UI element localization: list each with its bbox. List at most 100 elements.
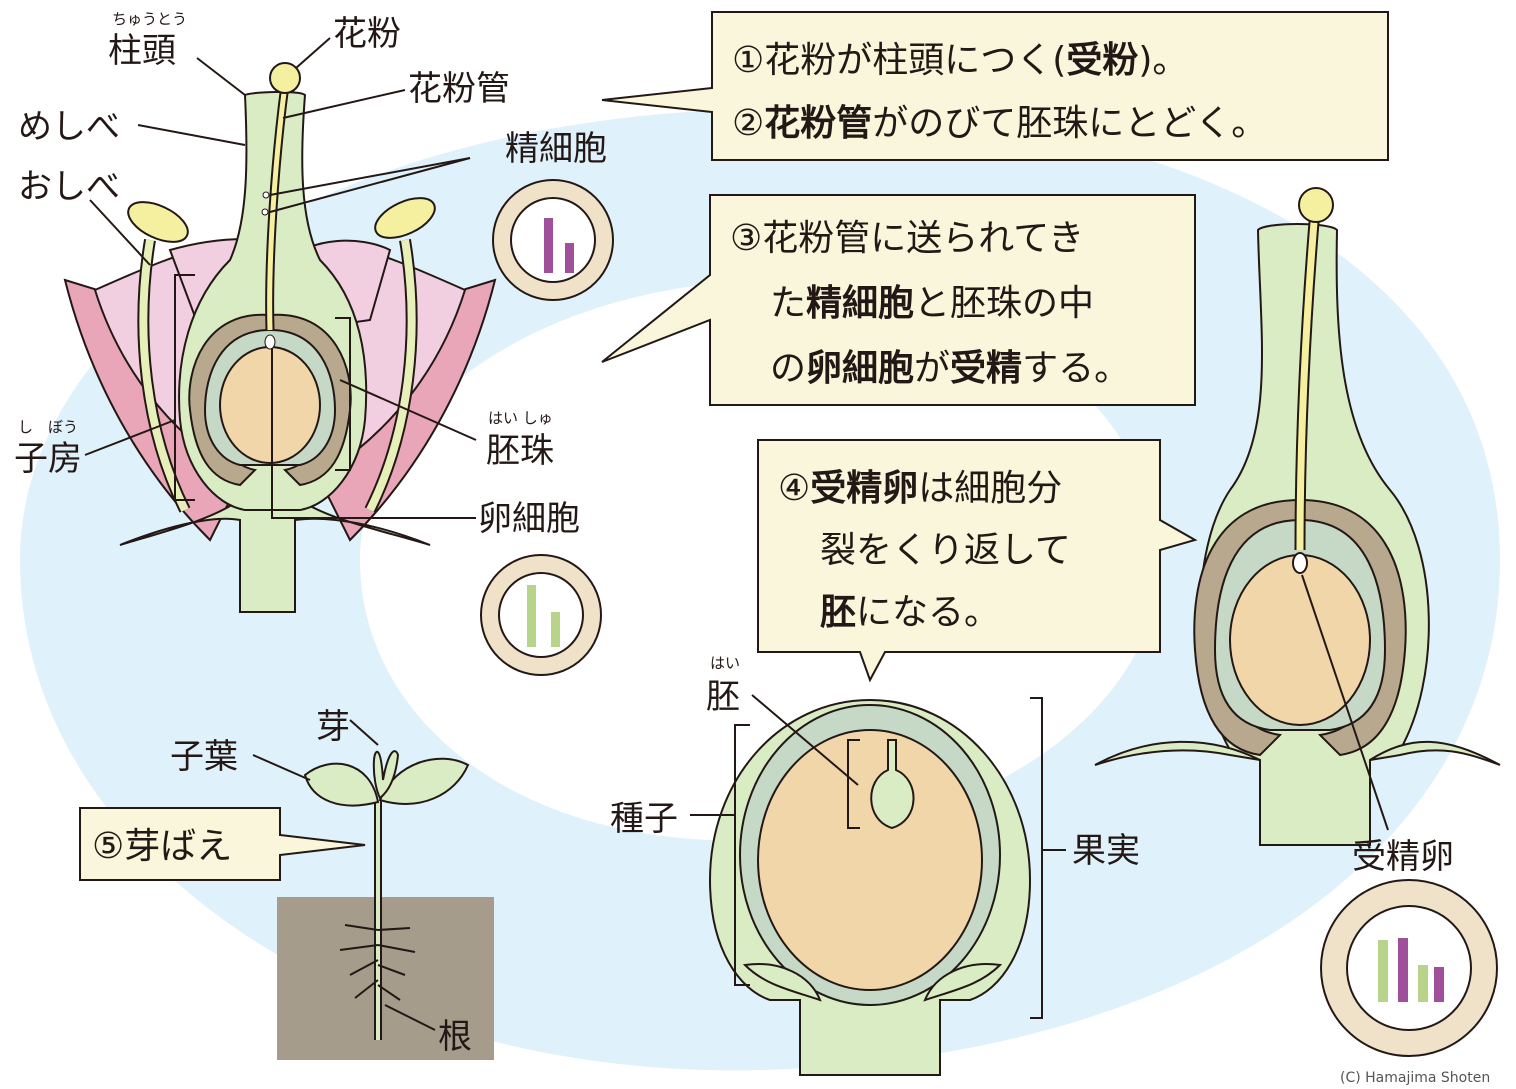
note-3-l3-bold2: 受精 [950,348,1022,389]
anther-right [374,197,436,239]
note-2-num: ② [732,103,764,144]
chromosome-bar [1378,940,1388,1002]
embryo [870,739,915,830]
egg-area [1229,554,1371,726]
note-3-l3-c: が [914,348,950,389]
label-ovule: 胚珠 [486,431,554,471]
fertilized-egg-chromosome-circle [1320,879,1498,1057]
label-pollen-tube: 花粉管 [408,69,510,109]
pollen-tube-fill [1296,209,1319,551]
note-1-2: ①花粉が柱頭につく(受粉)。 ②花粉管がのびて胚珠にとどく。 [601,11,1389,161]
leader-bud [349,719,379,746]
ovary-sepal-right [1369,740,1501,766]
label-fertilized-egg: 受精卵 [1352,837,1454,877]
leader-pollen-tube [282,89,406,119]
sperm-dot-1 [262,191,270,199]
svg-text:④受精卵は細胞分: ④受精卵は細胞分 [778,468,1062,509]
leader-pollen [295,37,331,69]
label-cotyledon: 子葉 [170,737,238,777]
chromosome-bar [1398,938,1408,1002]
flower [63,37,497,613]
note-3-l3-a: の [770,348,806,389]
chromosome-bar [527,585,536,647]
chromosome-bar [551,612,560,647]
svg-text:胚になる。: 胚になる。 [820,592,1000,633]
seed-bracket [734,724,750,986]
label-stigma: 柱頭 [108,31,176,71]
leader-stigma [196,57,246,96]
note-4-text: は細胞分 [918,468,1062,509]
label-pistil: めしべ [18,107,120,147]
leader-ovary [84,419,176,456]
leader-root [384,1004,436,1031]
note-1-text: ①花粉が柱頭につく( [732,40,1066,81]
note-1-bold: 受粉 [1066,40,1138,81]
note-3-l2-bold: 精細胞 [806,283,914,324]
label-pollen: 花粉 [333,14,401,54]
fertilized-ovary [1094,187,1501,846]
label-bud: 芽 [316,707,350,747]
leader-pistil [137,124,246,146]
pollen-grain [269,62,301,94]
stamen-filament-left-fill [139,239,189,512]
chromosome-bar [544,218,553,273]
note-4-l3-bold: 胚 [820,592,856,633]
note-2-text: がのびて胚珠にとどく。 [872,103,1267,144]
stamen-filament-right-fill [366,239,416,512]
pollen-tube-fill [267,84,288,331]
label-stamen: おしべ [18,167,120,207]
ovule-bracket [335,317,351,471]
note-3-l2-a: た [770,283,806,324]
seed-diagram [690,694,1066,1076]
label-fruit: 果実 [1072,831,1140,871]
soil [277,897,494,1060]
note-4-line-2: 裂をくり返して [820,530,1071,571]
note-4-l3-text: になる。 [856,592,1000,633]
sperm-cell-chromosome-circle [492,179,614,301]
bud-leaves [372,750,400,800]
egg-area [219,346,321,464]
leader-egg [271,348,476,519]
ovule-ruby: はい しゅ [488,409,553,427]
label-root: 根 [438,1017,472,1057]
ovary-sepal-left [1094,740,1261,766]
leader-sperm-1 [269,157,471,196]
note-3-l3-bold1: 卵細胞 [806,348,914,389]
leader-ovule [339,379,477,441]
note-4-num: ④ [778,468,810,509]
egg-cell-dot [264,334,276,350]
embryo-ruby: はい [710,654,740,672]
flower-stem [119,499,431,613]
svg-text:①花粉が柱頭につく(受粉)。: ①花粉が柱頭につく(受粉)。 [732,40,1188,81]
note-4: ④受精卵は細胞分 裂をくり返して 胚になる。 [757,439,1198,683]
fertilized-egg-dot [1292,552,1308,574]
seedling [252,719,494,1060]
note-3-l2-c: と胚珠の中 [914,283,1094,324]
copyright: (C) Hamajima Shoten [1340,1070,1490,1086]
leader-cotyledon [252,754,311,781]
cotyledon-right [378,757,470,805]
leader-embryo [751,694,859,786]
seed-sepal-left [742,963,822,1002]
fruit-bracket [1030,697,1043,1019]
pollen-grain [1298,187,1334,223]
leader-stamen [89,199,151,266]
leader-sperm-2 [269,157,471,213]
label-ovary: 子房 [14,439,82,479]
note-3: ③花粉管に送られてき た精細胞と胚珠の中 の卵細胞が受精する。 [601,194,1196,406]
roots [339,924,416,1001]
svg-text:た精細胞と胚珠の中: た精細胞と胚珠の中 [770,283,1094,324]
embryo-bracket [847,739,860,829]
note-3-line-1: ③花粉管に送られてき [730,218,1084,259]
anther-left [127,201,189,243]
note-3-l3-e: する。 [1022,348,1130,389]
sperm-dot-2 [261,208,269,216]
note-2-bold: 花粉管 [764,103,872,144]
note-4-bold: 受精卵 [810,468,918,509]
label-egg-cell: 卵細胞 [478,499,580,539]
svg-text:②花粉管がのびて胚珠にとどく。: ②花粉管がのびて胚珠にとどく。 [732,103,1267,144]
chromosome-bar [565,243,574,273]
chromosome-bar [1418,965,1428,1002]
